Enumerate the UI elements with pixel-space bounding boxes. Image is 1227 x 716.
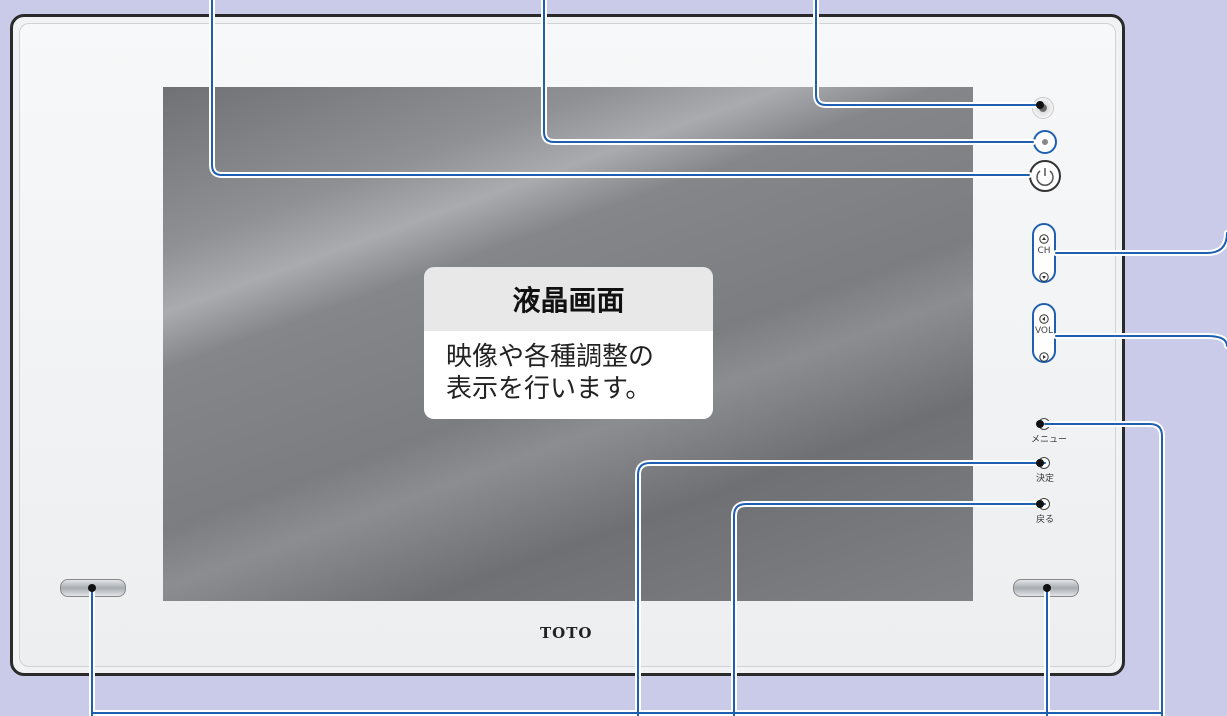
brand-logo-text: TOTO	[540, 624, 593, 642]
volume-down-button[interactable]	[1039, 309, 1049, 324]
lcd-description: 映像や各種調整の 表示を行います。	[424, 331, 713, 419]
channel-up-button[interactable]	[1039, 229, 1049, 244]
power-icon	[1036, 168, 1054, 186]
arrow-down-icon	[1039, 272, 1049, 282]
channel-control: CH	[1032, 223, 1056, 283]
back-button-label: 戻る	[1036, 515, 1055, 525]
channel-label: CH	[1037, 246, 1051, 256]
lcd-description-line1: 映像や各種調整の	[446, 342, 655, 372]
back-button[interactable]	[1038, 498, 1050, 510]
arrow-left-icon	[1039, 314, 1049, 324]
power-indicator-lamp	[1033, 130, 1057, 154]
speaker-right	[1013, 579, 1079, 597]
lcd-description-line2: 表示を行います。	[446, 374, 652, 404]
volume-control: VOL	[1032, 303, 1056, 363]
lamp-dot-icon	[1042, 139, 1048, 145]
volume-up-button[interactable]	[1039, 347, 1049, 362]
arrow-up-icon	[1039, 234, 1049, 244]
lcd-title: 液晶画面	[424, 267, 713, 331]
channel-down-button[interactable]	[1039, 267, 1049, 282]
arrow-right-icon	[1039, 352, 1049, 362]
menu-button-label: メニュー	[1031, 435, 1068, 445]
lcd-callout: 液晶画面 映像や各種調整の 表示を行います。	[424, 267, 713, 419]
volume-label: VOL	[1034, 326, 1054, 336]
speaker-left	[60, 579, 126, 597]
menu-button[interactable]	[1038, 418, 1050, 430]
remote-sensor-icon	[1032, 97, 1054, 119]
power-button[interactable]	[1029, 160, 1061, 192]
enter-button-label: 決定	[1036, 474, 1055, 484]
enter-button[interactable]	[1038, 457, 1050, 469]
